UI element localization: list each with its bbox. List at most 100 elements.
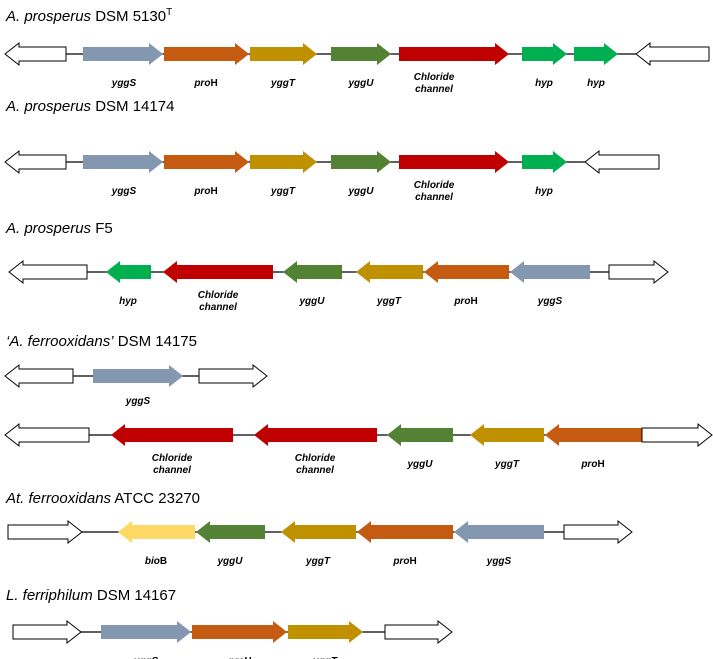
gene-arrow-yggs (83, 151, 163, 173)
organism-species: A. prosperus (5, 220, 92, 237)
gene-label: hyp (587, 78, 605, 89)
gene-arrow-yggt (250, 151, 317, 173)
flanking-gene-arrow (635, 41, 710, 67)
gene-label: yggT (376, 296, 402, 307)
flanking-gene-arrow (4, 41, 67, 67)
gene-arrow-yggu (196, 521, 265, 543)
gene-label: proH (193, 186, 217, 197)
gene-label: yggS (486, 556, 512, 567)
gene-arrow-chloride (111, 424, 233, 446)
type-strain-superscript: T (166, 7, 172, 18)
gene-arrow-chloride (399, 43, 509, 65)
organism-title: A. prosperus F5 (5, 220, 113, 237)
gene-arrow-proh (424, 261, 509, 283)
gene-label: yggT (305, 556, 331, 567)
gene-arrow-hyp (522, 151, 567, 173)
gene-label: yggT (312, 656, 338, 659)
gene-arrow-yggu (387, 424, 453, 446)
gene-arrow-hyp (106, 261, 151, 283)
gene-arrow-hyp (574, 43, 618, 65)
organism-title: ‘A. ferrooxidans’ DSM 14175 (6, 333, 197, 350)
gene-label: proH (227, 656, 251, 659)
organism-species: ‘A. ferrooxidans’ (6, 333, 114, 350)
organism-title: L. ferriphilum DSM 14167 (6, 587, 176, 604)
gene-arrow-yggu (331, 43, 391, 65)
gene-arrow-proh (164, 43, 249, 65)
gene-arrow-yggt (281, 521, 356, 543)
organism-panel: A. prosperus DSM 14174 yggS proH yggT yggU Ch… (4, 98, 660, 203)
flanking-gene-arrow (12, 619, 82, 645)
flanking-gene-arrow (8, 259, 88, 285)
gene-arrow-yggt (288, 621, 363, 643)
gene-arrow-yggu (331, 151, 391, 173)
gene-label: yggS (133, 656, 159, 659)
gene-arrow-chloride (163, 261, 273, 283)
gene-arrow-yggt (250, 43, 317, 65)
flanking-gene-arrow (198, 363, 268, 389)
gene-label: yggS (111, 186, 137, 197)
gene-label: yggU (217, 556, 244, 567)
flanking-gene-arrow (384, 619, 453, 645)
gene-label: proH (193, 78, 217, 89)
organism-title: At. ferrooxidans ATCC 23270 (5, 490, 200, 507)
organism-species: At. ferrooxidans (5, 490, 112, 507)
gene-arrow-yggs (454, 521, 544, 543)
gene-label: yggU (348, 186, 375, 197)
flanking-gene-arrow (4, 422, 90, 448)
gene-label: yggS (125, 396, 151, 407)
flanking-gene-arrow (4, 363, 74, 389)
gene-label: yggU (348, 78, 375, 89)
flanking-gene-arrow (608, 259, 669, 285)
flanking-gene-arrow (7, 519, 83, 545)
organism-species: L. ferriphilum (6, 587, 93, 604)
flanking-gene-arrow (641, 422, 713, 448)
gene-arrow-yggs (93, 365, 183, 387)
gene-arrow-proh (545, 424, 642, 446)
organism-title: A. prosperus DSM 14174 (5, 98, 174, 115)
gene-arrow-biob (118, 521, 195, 543)
organism-strain: DSM 5130 (91, 8, 166, 25)
gene-label: yggS (537, 296, 563, 307)
gene-label: hyp (535, 78, 553, 89)
gene-label: yggU (299, 296, 326, 307)
gene-arrow-yggs (101, 621, 191, 643)
flanking-gene-arrow (4, 149, 67, 175)
gene-label: proH (453, 296, 477, 307)
flanking-gene-arrow (584, 149, 660, 175)
gene-arrow-proh (164, 151, 249, 173)
gene-arrow-chloride (399, 151, 509, 173)
organism-strain: DSM 14167 (93, 587, 176, 604)
gene-arrow-yggs (510, 261, 590, 283)
gene-label: yggU (407, 459, 434, 470)
gene-arrow-yggt (356, 261, 423, 283)
gene-arrow-proh (192, 621, 287, 643)
gene-label: yggT (270, 186, 296, 197)
organism-panel: L. ferriphilum DSM 14167 yggS proH yggT (6, 587, 453, 659)
organism-species: A. prosperus (5, 8, 92, 25)
gene-label: bioB (145, 556, 167, 567)
organism-strain: ATCC 23270 (111, 490, 200, 507)
flanking-gene-arrow (563, 519, 633, 545)
gene-label: hyp (535, 186, 553, 197)
gene-label: yggS (111, 78, 137, 89)
gene-arrow-yggt (470, 424, 544, 446)
organism-strain: DSM 14174 (91, 98, 174, 115)
gene-label: yggT (270, 78, 296, 89)
gene-arrow-chloride (254, 424, 377, 446)
organism-strain: F5 (91, 220, 113, 237)
gene-arrow-proh (357, 521, 453, 543)
organism-species: A. prosperus (5, 98, 92, 115)
gene-label: proH (580, 459, 604, 470)
organism-strain: DSM 14175 (114, 333, 197, 350)
gene-label: hyp (119, 296, 137, 307)
